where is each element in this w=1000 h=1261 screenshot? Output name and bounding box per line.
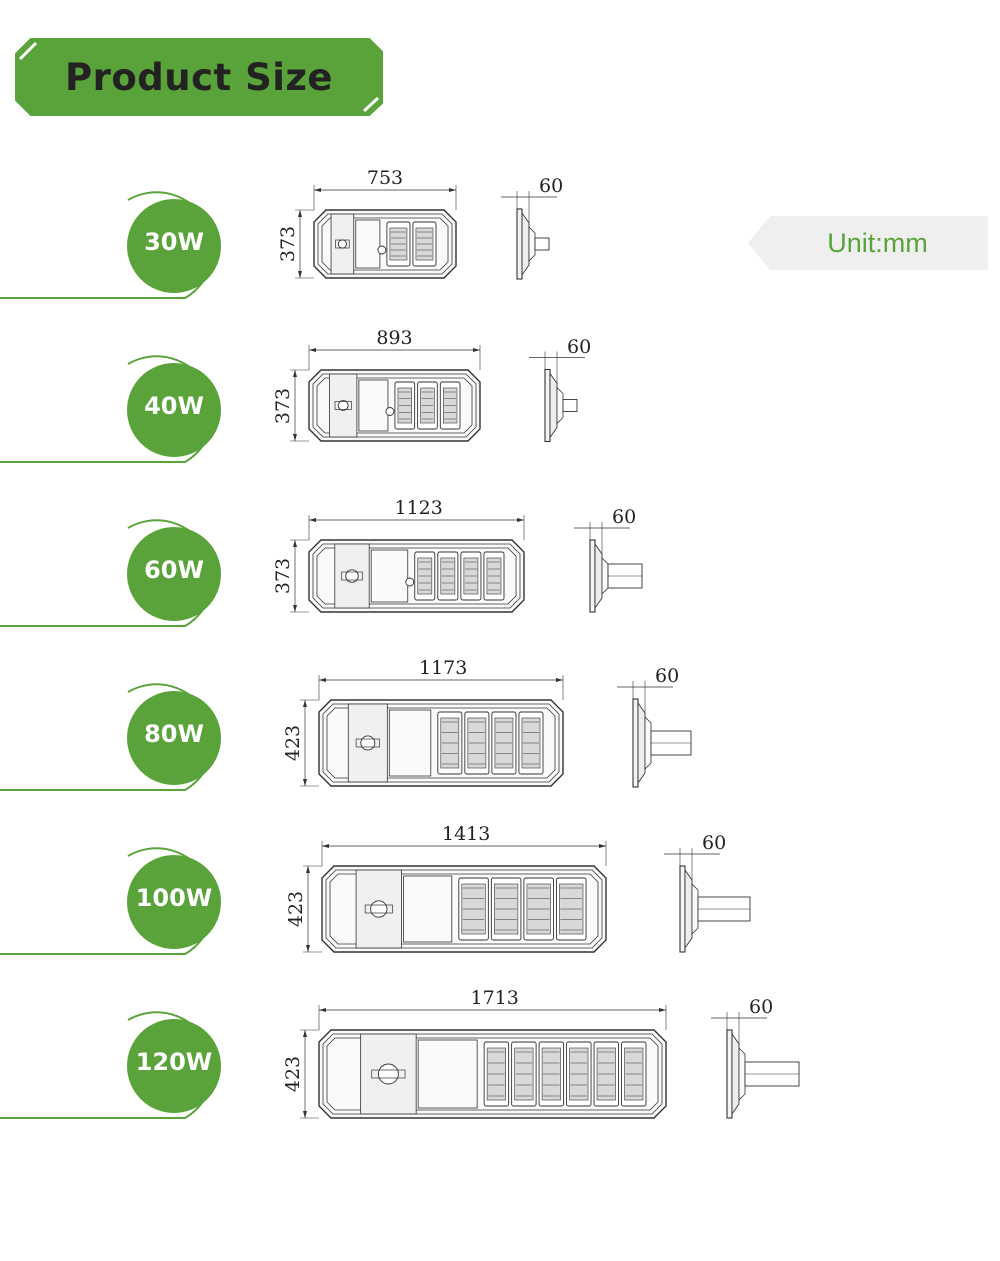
length-dimension: 893	[376, 327, 413, 349]
width-dimension: 423	[282, 1055, 304, 1093]
watt-label: 80W	[144, 720, 204, 748]
depth-dimension: 60	[612, 506, 637, 528]
unit-tag-shape	[748, 216, 988, 270]
page-title: Product Size	[64, 55, 334, 99]
side-view	[544, 368, 578, 443]
watt-label: 40W	[144, 392, 204, 420]
watt-badge	[0, 847, 221, 955]
side-view	[679, 865, 751, 953]
watt-label: 60W	[144, 556, 204, 584]
watt-badge	[0, 1011, 221, 1119]
depth-dimension: 60	[749, 996, 774, 1018]
product-row: 120W 1713 423 60	[0, 984, 1000, 1148]
watt-label: 100W	[135, 884, 213, 912]
depth-dimension: 60	[655, 665, 680, 687]
length-dimension: 753	[366, 167, 404, 189]
front-view	[308, 539, 525, 613]
side-view	[726, 1029, 800, 1119]
title-banner	[13, 36, 385, 118]
watt-label: 120W	[135, 1048, 213, 1076]
depth-dimension: 60	[539, 175, 564, 197]
length-dimension: 1173	[419, 657, 468, 679]
watt-label: 30W	[144, 228, 204, 256]
watt-badge	[0, 519, 221, 627]
unit-label: Unit:mm	[827, 227, 928, 258]
front-view	[318, 1029, 667, 1119]
side-view	[632, 698, 692, 788]
front-view	[308, 369, 481, 442]
front-view	[321, 865, 607, 953]
length-dimension: 1123	[394, 497, 443, 519]
side-view	[589, 539, 643, 613]
length-dimension: 1713	[470, 987, 519, 1009]
watt-badge	[0, 191, 221, 299]
front-view	[318, 699, 564, 787]
watt-badge	[0, 355, 221, 463]
depth-dimension: 60	[567, 335, 592, 358]
front-view	[313, 209, 457, 279]
length-dimension: 1413	[442, 823, 491, 845]
depth-dimension: 60	[702, 832, 727, 854]
side-view	[516, 208, 550, 280]
watt-badge	[0, 683, 221, 791]
